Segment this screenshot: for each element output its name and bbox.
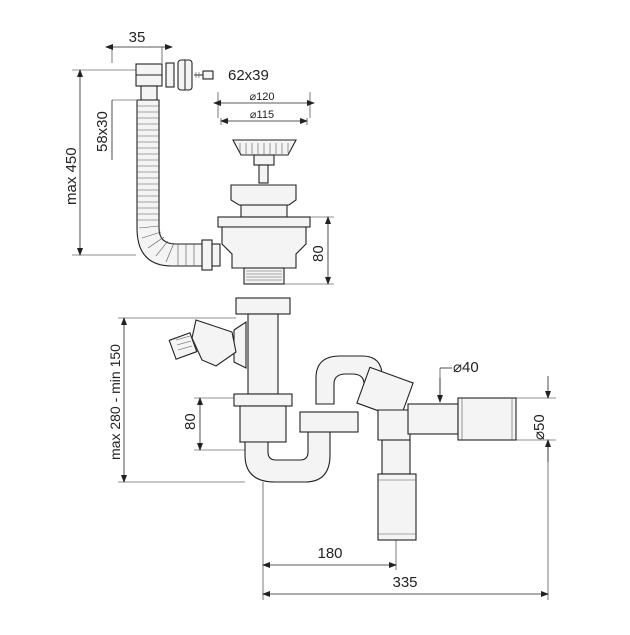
dim-label-335: 335	[392, 574, 417, 591]
dim-label-58x30: 58x30	[94, 111, 111, 152]
overflow-connector	[135, 63, 163, 101]
dim-label-62x39: 62x39	[228, 67, 269, 84]
overflow-screw	[194, 70, 214, 80]
dim-trap-offset: 180	[262, 482, 397, 600]
trap-bend	[244, 411, 359, 483]
dim-total-length: 335	[262, 440, 549, 600]
overflow-plate	[165, 59, 193, 91]
dim-connector-width: 35	[105, 29, 173, 63]
dim-hose-diameter: 58x30	[94, 99, 136, 160]
washing-machine-inlet	[168, 319, 247, 369]
dim-hose-height: max 450	[63, 69, 136, 256]
dim-label-siphon-range: max 280 - min 150	[107, 344, 123, 460]
dim-basket-height: 80	[284, 216, 334, 285]
dim-label-180: 180	[317, 545, 342, 562]
dim-label-80-lower: 80	[182, 413, 199, 430]
dim-pipe-diameter: ⌀40	[437, 359, 479, 403]
dim-label-35: 35	[129, 29, 146, 46]
dim-outlet-diameter: ⌀50	[516, 376, 556, 462]
sink-strainer: ⌀120 ⌀115	[213, 91, 315, 285]
dim-trap-height: 80	[182, 397, 245, 451]
second-trap	[315, 355, 517, 541]
dim-siphon-height: max 280 - min 150	[107, 317, 245, 483]
dim-label-d115: ⌀115	[250, 109, 274, 121]
dim-label-max-450: max 450	[63, 147, 80, 205]
dim-label-80-upper: 80	[310, 245, 327, 262]
siphon-vertical-pipe	[233, 297, 293, 443]
dim-label-d50: ⌀50	[531, 414, 548, 440]
dim-label-d40: ⌀40	[453, 359, 479, 376]
overflow-hose	[136, 99, 221, 271]
dim-label-d120: ⌀120	[250, 91, 275, 103]
